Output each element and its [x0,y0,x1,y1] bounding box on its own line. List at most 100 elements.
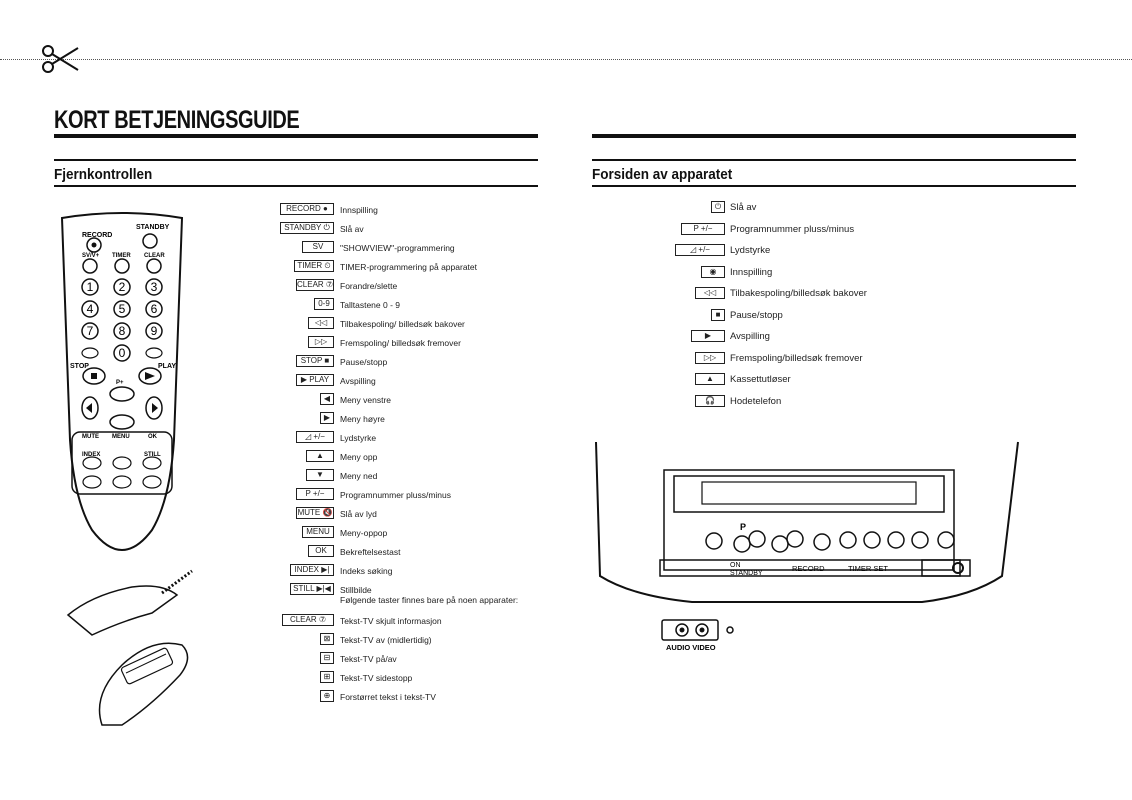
remote-key-description: Bekreftelsestast [340,547,401,557]
remote-key-description: Slå av lyd [340,509,377,519]
remote-key-label: ▶ [320,412,334,424]
remote-key-description: Forandre/slette [340,281,398,291]
remote-extra-key-label: ⊕ [320,690,334,702]
front-key-label: ◁◁ [695,287,725,299]
remote-key-description: Meny høyre [340,414,385,424]
device-label-record: RECORD [792,564,825,573]
remote-extra-key-label: ⊟ [320,652,334,664]
remote-key-description: Talltastene 0 - 9 [340,300,401,310]
title-rule-right [592,134,1076,138]
remote-label-svv: SV/V+ [82,253,100,259]
remote-label-record: RECORD [82,232,112,239]
remote-key-label: 0-9 [314,298,334,310]
remote-label-clear: CLEAR [144,253,165,259]
front-key-description: Pause/stopp [730,310,783,321]
remote-extra-key-description: Forstørret tekst i tekst-TV [340,692,436,702]
front-key-description: Lydstyrke [730,245,771,256]
remote-label-ok: OK [148,434,158,440]
remote-key-label: TIMER ⏲ [294,260,334,272]
remote-digit-1: 1 [87,280,94,294]
remote-digit-6: 6 [151,302,158,316]
remote-key-label: ▼ [306,469,334,481]
remote-key-description: Slå av [340,224,364,234]
remote-label-timer: TIMER [112,253,131,259]
front-key-description: Innspilling [730,267,773,278]
remote-key-label: MUTE 🔇 [296,507,334,519]
remote-key-description: Tilbakespoling/ billedsøk bakover [340,319,465,329]
page-title: KORT BETJENINGSGUIDE [54,106,300,134]
remote-digit-7: 7 [87,324,94,338]
section-rule-bottom-right [592,185,1076,187]
remote-extra-key-label: ⊞ [320,671,334,683]
remote-key-label: RECORD ● [280,203,334,215]
remote-key-description: TIMER-programmering på apparatet [340,262,478,272]
remote-key-label: STILL ▶|◀ [290,583,334,595]
remote-extra-key-description: Tekst-TV på/av [340,654,397,664]
remote-digit-3: 3 [151,280,158,294]
remote-key-label: ◀ [320,393,334,405]
remote-key-label: ◁◁ [308,317,334,329]
remote-key-label: P +/− [296,488,334,500]
remote-key-description: Indeks søking [340,566,393,576]
front-key-description: Slå av [730,202,757,213]
front-key-description: Fremspoling/billedsøk fremover [730,353,863,364]
remote-digit-5: 5 [119,302,126,316]
front-key-label: P +/− [681,223,725,235]
cut-line [0,59,1132,60]
remote-key-description: Meny-oppop [340,528,388,538]
remote-extra-key-description: Tekst-TV sidestopp [340,673,413,683]
remote-key-description: Meny ned [340,471,378,481]
remote-extra-key-label: ⊠ [320,633,334,645]
section-rule-bottom-left [54,185,538,187]
front-key-label: ⏻ [711,201,725,213]
front-key-label: ▷▷ [695,352,725,364]
remote-digit-9: 9 [151,324,158,338]
remote-key-description: Pause/stopp [340,357,388,367]
remote-key-description: "SHOWVIEW"-programmering [340,243,455,253]
front-key-label: ▲ [695,373,725,385]
remote-key-description: Innspilling [340,205,378,215]
front-key-label: 🎧 [695,395,725,407]
front-key-description: Programnummer pluss/minus [730,224,855,235]
device-label-timer-set: TIMER SET [848,564,888,573]
remote-label-standby: STANDBY [136,224,170,231]
remote-key-label: STANDBY ⏻ [280,222,334,234]
remote-digit-8: 8 [119,324,126,338]
remote-key-label: ◿ +/− [296,431,334,443]
front-key-label: ▶ [691,330,725,342]
remote-extra-key-label: CLEAR ⑦ [282,614,334,626]
remote-key-label: ▷▷ [308,336,334,348]
section-title-remote: Fjernkontrollen [54,166,153,183]
device-front-illustration: P ON STANDBY RECORD TIMER SET [595,441,1019,603]
remote-key-description: Meny opp [340,452,378,462]
remote-key-label: MENU [302,526,334,538]
remote-extra-key-description: Tekst-TV av (midlertidig) [340,635,432,645]
remote-key-label: STOP ■ [296,355,334,367]
remote-label-still: STILL [144,452,161,458]
device-label-on: ON [730,562,741,569]
remote-digit-4: 4 [87,302,94,316]
remote-label-index: INDEX [82,452,100,458]
device-label-p: P [740,522,746,532]
front-key-label: ◉ [701,266,725,278]
remote-key-description: Programnummer pluss/minus [340,490,452,500]
front-key-description: Avspilling [730,331,770,342]
remote-key-label: SV [302,241,334,253]
remote-key-label: INDEX ▶| [290,564,334,576]
section-title-front: Forsiden av apparatet [592,166,733,183]
remote-key-description: Fremspoling/ billedsøk fremover [340,338,461,348]
remote-key-description: Stillbilde [340,585,372,595]
section-rule-top-left [54,159,538,161]
front-key-description: Hodetelefon [730,396,782,407]
remote-key-description: Meny venstre [340,395,392,405]
remote-key-label: CLEAR ⑦ [296,279,334,291]
remote-key-label: ▲ [306,450,334,462]
section-rule-top-right [592,159,1076,161]
remote-key-label: ▶ PLAY [296,374,334,386]
remote-record-button [86,237,102,253]
title-rule-left [54,134,538,138]
extra-keys-note: Følgende taster finnes bare på noen appa… [340,595,519,605]
remote-digit-2: 2 [119,280,126,294]
front-key-label: ■ [711,309,725,321]
remote-digit-0: 0 [119,346,126,360]
